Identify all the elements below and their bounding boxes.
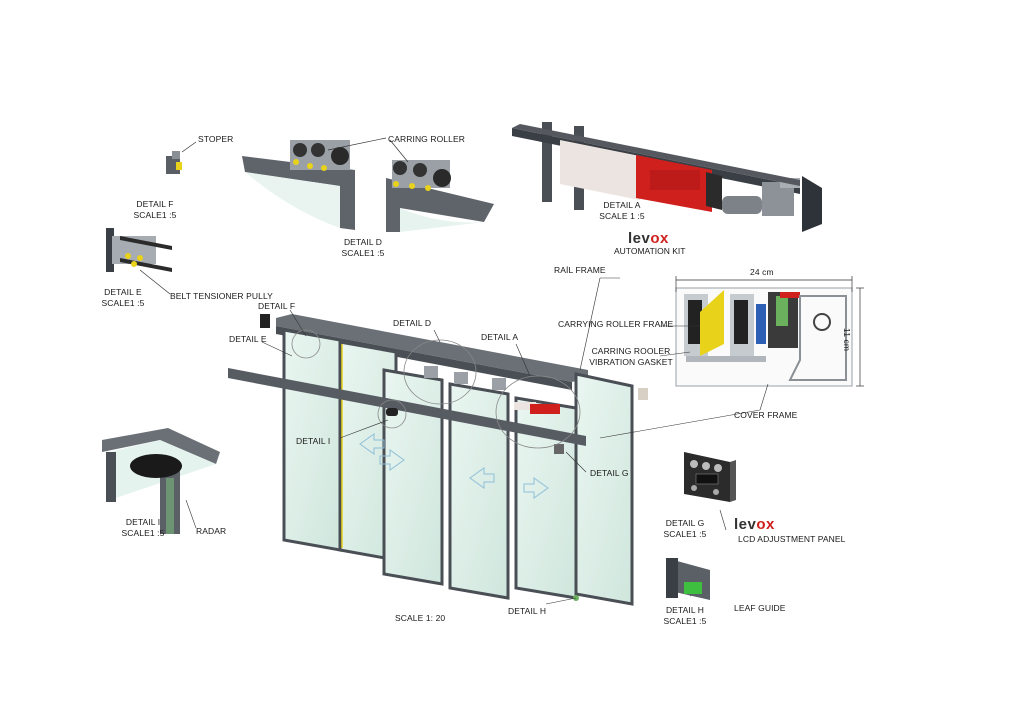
cover-frame-label: COVER FRAME <box>734 410 798 420</box>
main-door-assembly <box>228 314 648 606</box>
detail-g-label: DETAIL G <box>665 518 705 528</box>
detail-f-label: DETAIL F <box>136 199 174 209</box>
height-dimension: 11 cm <box>842 328 852 352</box>
levox-logo-automation: levox <box>628 230 669 247</box>
detail-e-label: DETAIL E <box>104 287 142 297</box>
detail-f-stoper-part <box>166 141 197 174</box>
detail-a-label: DETAIL A <box>603 200 641 210</box>
vibration-gasket-label-2: VIBRATION GASKET <box>589 357 673 367</box>
detail-a-scale: SCALE 1 :5 <box>599 211 645 221</box>
detail-h-leaf-guide-part <box>666 558 710 600</box>
detail-a-automation-kit-part <box>512 122 822 232</box>
automation-kit-label: AUTOMATION KIT <box>614 246 686 256</box>
leaf-guide-label: LEAF GUIDE <box>734 603 786 613</box>
detail-i-scale: SCALE1 :5 <box>121 528 165 538</box>
callout-detail-h: DETAIL H <box>508 606 547 616</box>
callout-detail-e: DETAIL E <box>229 334 267 344</box>
detail-h-label: DETAIL H <box>665 605 705 615</box>
callout-detail-g: DETAIL G <box>590 468 629 478</box>
rail-frame-cross-section <box>675 276 864 387</box>
callout-leader-lines <box>185 277 769 605</box>
detail-i-label: DETAIL I <box>125 517 161 527</box>
detail-g-scale: SCALE1 :5 <box>663 529 707 539</box>
callout-detail-d: DETAIL D <box>393 318 432 328</box>
detail-i-radar-part <box>102 428 220 534</box>
width-dimension: 24 cm <box>750 267 774 277</box>
detail-f-scale: SCALE1 :5 <box>133 210 177 220</box>
stoper-label: STOPER <box>198 134 234 144</box>
detail-e-scale: SCALE1 :5 <box>101 298 145 308</box>
callout-detail-i: DETAIL I <box>296 436 331 446</box>
callout-detail-a: DETAIL A <box>481 332 519 342</box>
belt-tensioner-label: BELT TENSIONER PULLY <box>170 291 273 301</box>
rail-frame-label: RAİL FRAME <box>554 265 606 275</box>
detail-e-belt-tensioner-part <box>106 228 172 295</box>
vibration-gasket-label-1: CARRING ROOLER <box>591 346 671 356</box>
callout-detail-f: DETAIL F <box>258 301 296 311</box>
detail-g-lcd-panel-part <box>684 452 736 502</box>
detail-d-label: DETAIL D <box>343 237 383 247</box>
radar-label: RADAR <box>196 526 227 536</box>
detail-h-scale: SCALE1 :5 <box>663 616 707 626</box>
carring-roller-label: CARRING ROLLER <box>388 134 465 144</box>
detail-d-carrying-roller-part <box>242 137 494 232</box>
lcd-adjustment-panel-label: LCD ADJUSTMENT PANEL <box>738 534 846 544</box>
carrying-roller-frame-label: CARRYING ROLLER FRAME <box>558 319 674 329</box>
main-scale-label: SCALE 1: 20 <box>395 613 446 623</box>
levox-logo-lcd: levox <box>734 516 775 533</box>
detail-d-scale: SCALE1 :5 <box>341 248 385 258</box>
